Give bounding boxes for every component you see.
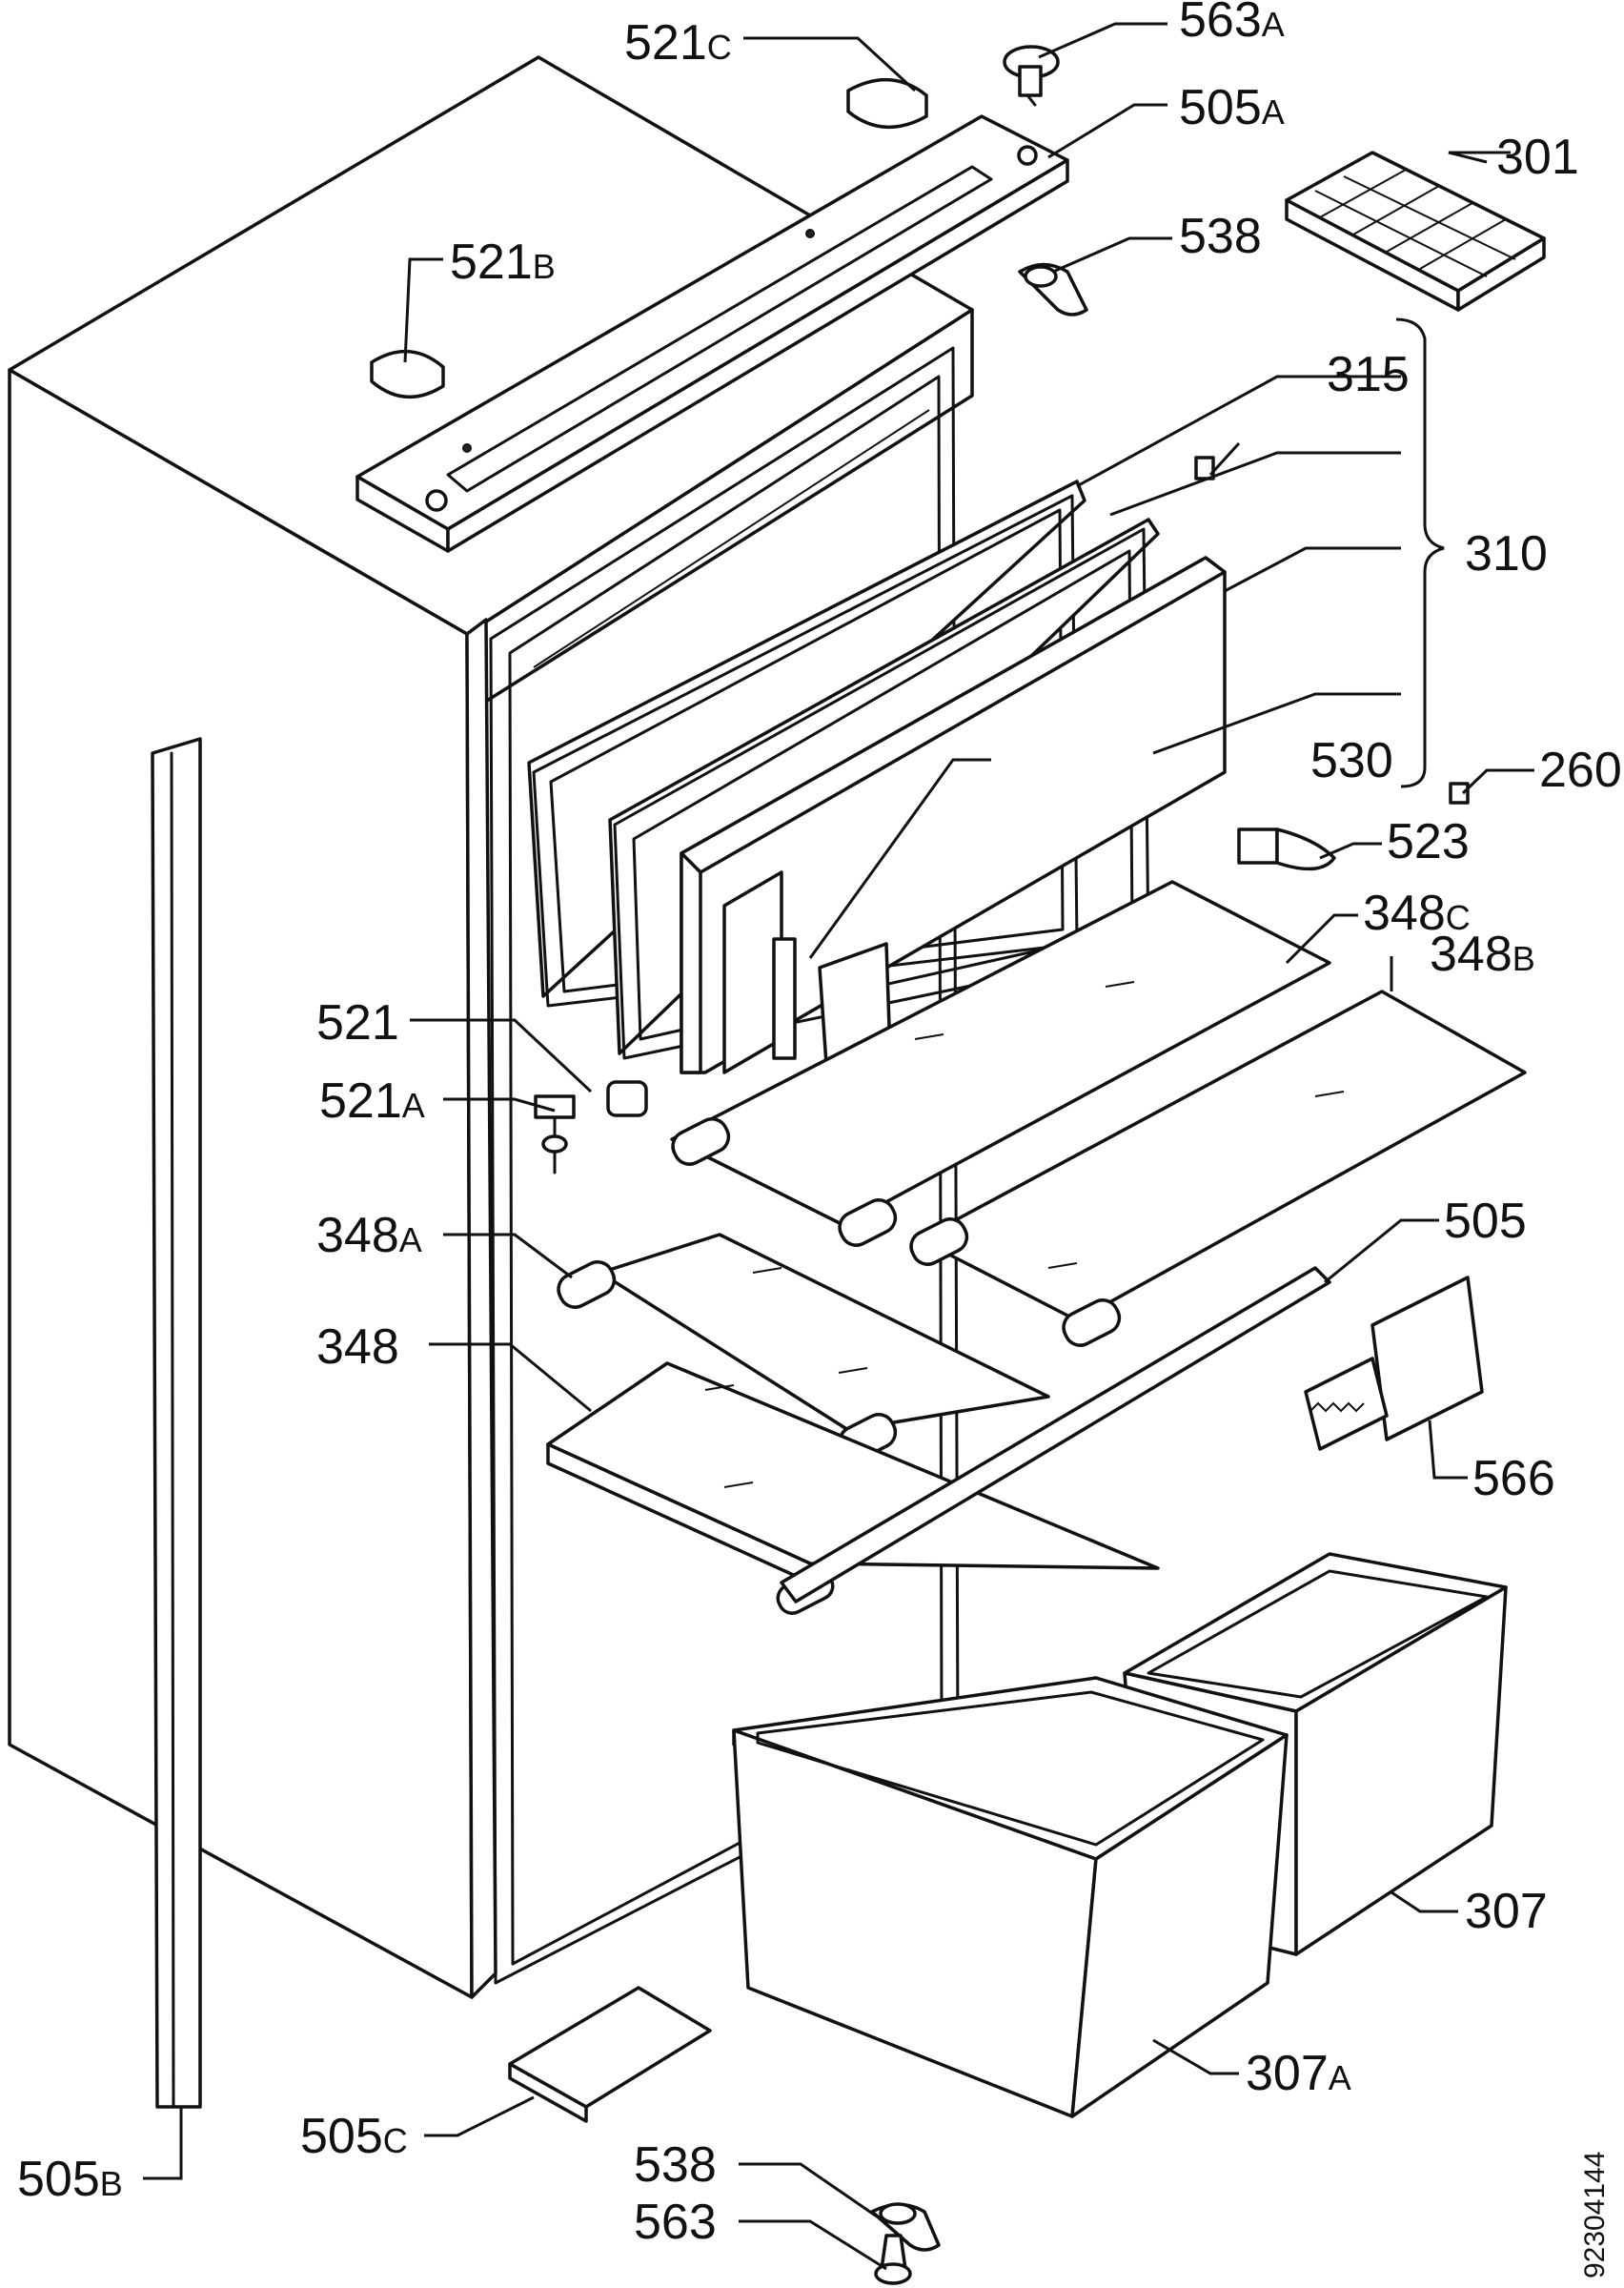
pin-521 <box>606 1080 648 1117</box>
stud-521a <box>534 1094 576 1175</box>
callout-301: 301 <box>1496 130 1579 185</box>
shelf-348c <box>670 880 1331 1247</box>
callout-563: 563 <box>634 2195 717 2250</box>
document-number: 92304144 <box>1579 2152 1611 2278</box>
latch-523 <box>1237 827 1336 871</box>
callout-505b: 505B <box>17 2152 123 2207</box>
cabinet-body <box>8 55 974 1999</box>
callout-348b: 348B <box>1430 927 1535 982</box>
callout-315: 315 <box>1327 347 1410 402</box>
callout-labels: 521C 563A 505A 301 521B 538 315 310 530 … <box>17 0 1622 2250</box>
callout-538-bottom: 538 <box>634 2137 717 2193</box>
cap-521b <box>370 350 445 398</box>
bottom-cover-505c <box>508 1986 712 2123</box>
callout-521b: 521B <box>450 235 556 290</box>
vertical-trim-505b <box>151 737 202 2109</box>
callout-505: 505 <box>1444 1194 1527 1249</box>
vegetable-bin-307a <box>732 1676 1289 2118</box>
hinge-bracket-538-top <box>1018 262 1088 317</box>
callout-563a: 563A <box>1179 0 1285 48</box>
ice-cube-tray-301 <box>1285 151 1546 312</box>
shelf-trim-505 <box>780 1266 1331 1604</box>
freezer-door-assembly-310 <box>527 456 1470 1108</box>
callout-348a: 348A <box>316 1208 422 1263</box>
leader-lines <box>143 22 1534 2271</box>
callout-521c: 521C <box>624 15 732 71</box>
callout-523: 523 <box>1387 814 1470 869</box>
shelf-348b <box>909 990 1527 1347</box>
callout-307: 307 <box>1465 1884 1548 1939</box>
callout-348c: 348C <box>1363 886 1471 941</box>
callout-521: 521 <box>316 995 399 1051</box>
callout-260: 260 <box>1539 743 1622 798</box>
callout-310: 310 <box>1465 526 1548 582</box>
callout-348: 348 <box>316 1319 399 1375</box>
top-hinge-plate-505a <box>355 114 1069 553</box>
callout-505c: 505C <box>300 2109 408 2164</box>
screw-563a <box>1003 45 1060 107</box>
callout-505a: 505A <box>1179 80 1285 135</box>
callout-566: 566 <box>1472 1451 1555 1506</box>
callout-307a: 307A <box>1246 2046 1351 2101</box>
callout-538-top: 538 <box>1179 209 1262 264</box>
cap-521c <box>846 78 928 129</box>
callout-521a: 521A <box>319 1073 425 1129</box>
ice-scraper-566 <box>1304 1276 1484 1451</box>
callout-530: 530 <box>1310 733 1393 788</box>
bottom-hinge-538 <box>870 2202 941 2252</box>
